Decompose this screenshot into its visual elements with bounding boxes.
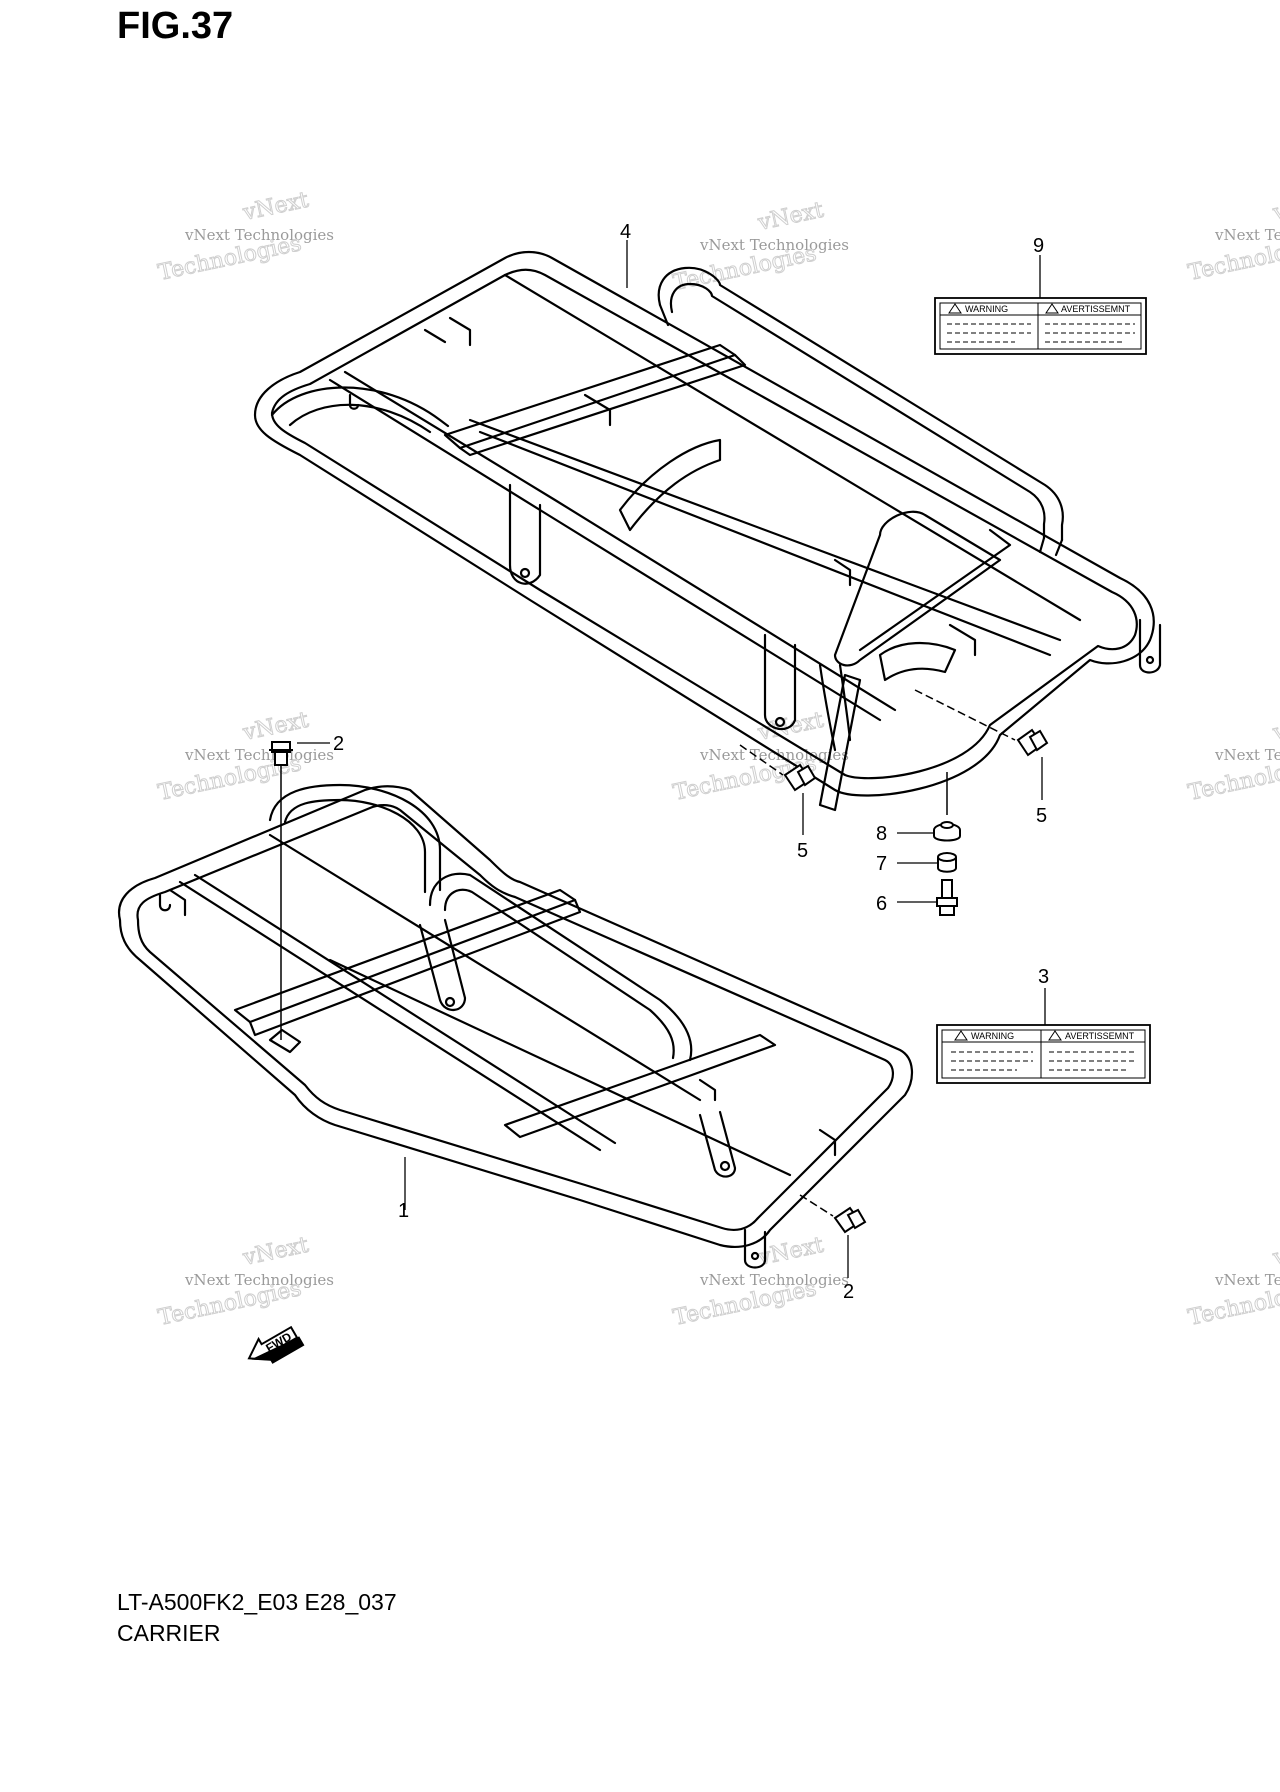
callout-numbers: 1 2 2 3 4 5 5 6 7 8 9: [333, 221, 1049, 1303]
watermark-text: vNext Technologies: [1214, 226, 1280, 244]
watermark-text: vNext Technologies: [184, 746, 334, 764]
flange-bolt-2-upper: [269, 741, 293, 1040]
bolt-6: [936, 879, 958, 916]
figure-name: CARRIER: [117, 1620, 221, 1646]
watermark-text: vNext: [1270, 708, 1280, 746]
warning-triangle-icon: [948, 303, 962, 314]
watermark-text: vNext Technologies: [184, 1271, 334, 1289]
callout-2-lower: 2: [843, 1281, 854, 1303]
callout-2-upper: 2: [333, 733, 344, 755]
front-carrier-drawing: [117, 783, 913, 1269]
warning-label-9: WARNING AVERTISSEMNT: [934, 297, 1147, 355]
rear-carrier-drawing: [253, 250, 1162, 812]
label-avertissement-text: AVERTISSEMNT: [1061, 304, 1131, 314]
callout-5-right: 5: [1036, 805, 1047, 827]
warning-triangle-icon: [1048, 1030, 1062, 1041]
figure-title: FIG.37: [117, 5, 234, 47]
callout-4: 4: [620, 221, 631, 243]
warning-triangle-icon: [954, 1030, 968, 1041]
flange-bolt-2-lower: [799, 1194, 867, 1234]
callout-7: 7: [876, 853, 887, 875]
watermark-text: vNext: [755, 198, 826, 236]
watermark-text: vNext: [1270, 188, 1280, 226]
watermark-text: vNext Technologies: [184, 226, 334, 244]
watermark-text: vNext Technologies: [699, 236, 849, 254]
watermark-text: vNext Technologies: [699, 746, 849, 764]
warning-triangle-icon: [1045, 303, 1059, 314]
flange-bolt-5-right: [914, 689, 1049, 757]
callout-5-left: 5: [797, 840, 808, 862]
label-warning-text: WARNING: [971, 1031, 1014, 1041]
callout-3: 3: [1038, 966, 1049, 988]
warning-label-3: WARNING AVERTISSEMNT: [936, 1024, 1151, 1084]
flange-bolt-5-left: [739, 744, 817, 792]
callout-leaders: [297, 240, 1046, 1278]
watermark-text: vNext: [240, 1233, 311, 1271]
label-avertissement-text: AVERTISSEMNT: [1065, 1031, 1135, 1041]
model-code: LT-A500FK2_E03 E28_037: [117, 1589, 397, 1615]
callout-9: 9: [1033, 235, 1044, 257]
watermark-text: vNext Technologies: [1214, 1271, 1280, 1289]
grommet-8: [933, 772, 961, 842]
collar-7: [937, 852, 957, 873]
watermark-text: vNext Technologies: [699, 1271, 849, 1289]
watermark-text: vNext: [240, 188, 311, 226]
callout-6: 6: [876, 893, 887, 915]
callout-1: 1: [398, 1200, 409, 1222]
watermark-text: vNext Technologies: [1214, 746, 1280, 764]
watermark-text: vNext: [1270, 1233, 1280, 1271]
callout-8: 8: [876, 823, 887, 845]
fwd-arrow-icon: FWD: [247, 1325, 305, 1364]
label-warning-text: WARNING: [965, 304, 1008, 314]
watermark-text: vNext: [240, 708, 311, 746]
